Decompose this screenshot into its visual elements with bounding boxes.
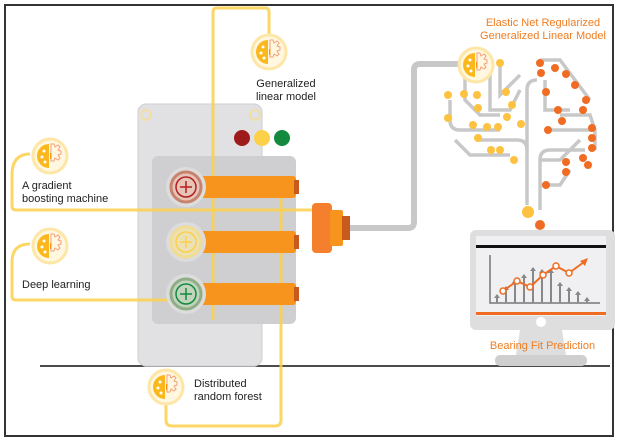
wire-glm (211, 6, 271, 320)
chart-bar-arrow (575, 291, 581, 295)
chart-point (513, 277, 521, 285)
wire-gbm (10, 152, 330, 212)
brain-title: Elastic Net Regularized Generalized Line… (468, 17, 618, 43)
glm-label-line2: linear model (256, 91, 316, 103)
monitor-caption: Bearing Fit Prediction (489, 340, 596, 352)
chart-axes (489, 255, 600, 304)
gbm-label-line1: A gradient (22, 180, 72, 192)
dl-label-line1: Deep learning (22, 279, 91, 291)
chart-bar-arrow (521, 274, 527, 278)
chart-bar-arrow (557, 282, 563, 286)
chart-point (499, 287, 507, 295)
drf-label: Distributed random forest (194, 378, 262, 404)
brain-nodes-orange (535, 59, 596, 230)
gbm-label-line2: boosting machine (22, 193, 109, 205)
plug-connector (312, 203, 350, 253)
chart-bar-arrow (566, 287, 572, 291)
glm-model-icon (250, 33, 288, 71)
chart-bar-arrow (494, 294, 500, 298)
brain-title-line2: Generalized Linear Model (480, 30, 606, 42)
status-light-yellow (254, 130, 270, 146)
plug-to-brain-cable (346, 61, 462, 231)
status-light-green (274, 130, 290, 146)
glm-label-line1: Generalized (256, 78, 316, 90)
chart-line-arrow (580, 258, 588, 266)
brain-model-icon (457, 46, 495, 84)
gbm-model-icon (31, 137, 69, 175)
chart-point (539, 271, 547, 279)
wire-dl (10, 242, 296, 302)
chart-bar-arrow (548, 269, 554, 273)
switch-drf (166, 274, 299, 314)
gbm-label: A gradient boosting machine (22, 180, 108, 206)
chart-bar-arrow (584, 297, 590, 301)
drf-label-line2: random forest (194, 391, 262, 403)
wire-drf (164, 176, 283, 428)
monitor-chart (489, 255, 600, 304)
switch-gbm (166, 167, 299, 207)
chart-point (526, 283, 534, 291)
dl-label: Deep learning (22, 279, 91, 292)
dl-model-icon (31, 227, 69, 265)
chart-bar-arrow (530, 267, 536, 271)
switch-dl (166, 222, 299, 262)
chart-point (565, 269, 573, 277)
chart-point (552, 262, 560, 270)
drf-model-icon (147, 368, 185, 406)
status-light-red (234, 130, 250, 146)
drf-label-line1: Distributed (194, 378, 247, 390)
brain-title-line1: Elastic Net Regularized (485, 17, 601, 29)
glm-label: Generalized linear model (256, 78, 316, 104)
